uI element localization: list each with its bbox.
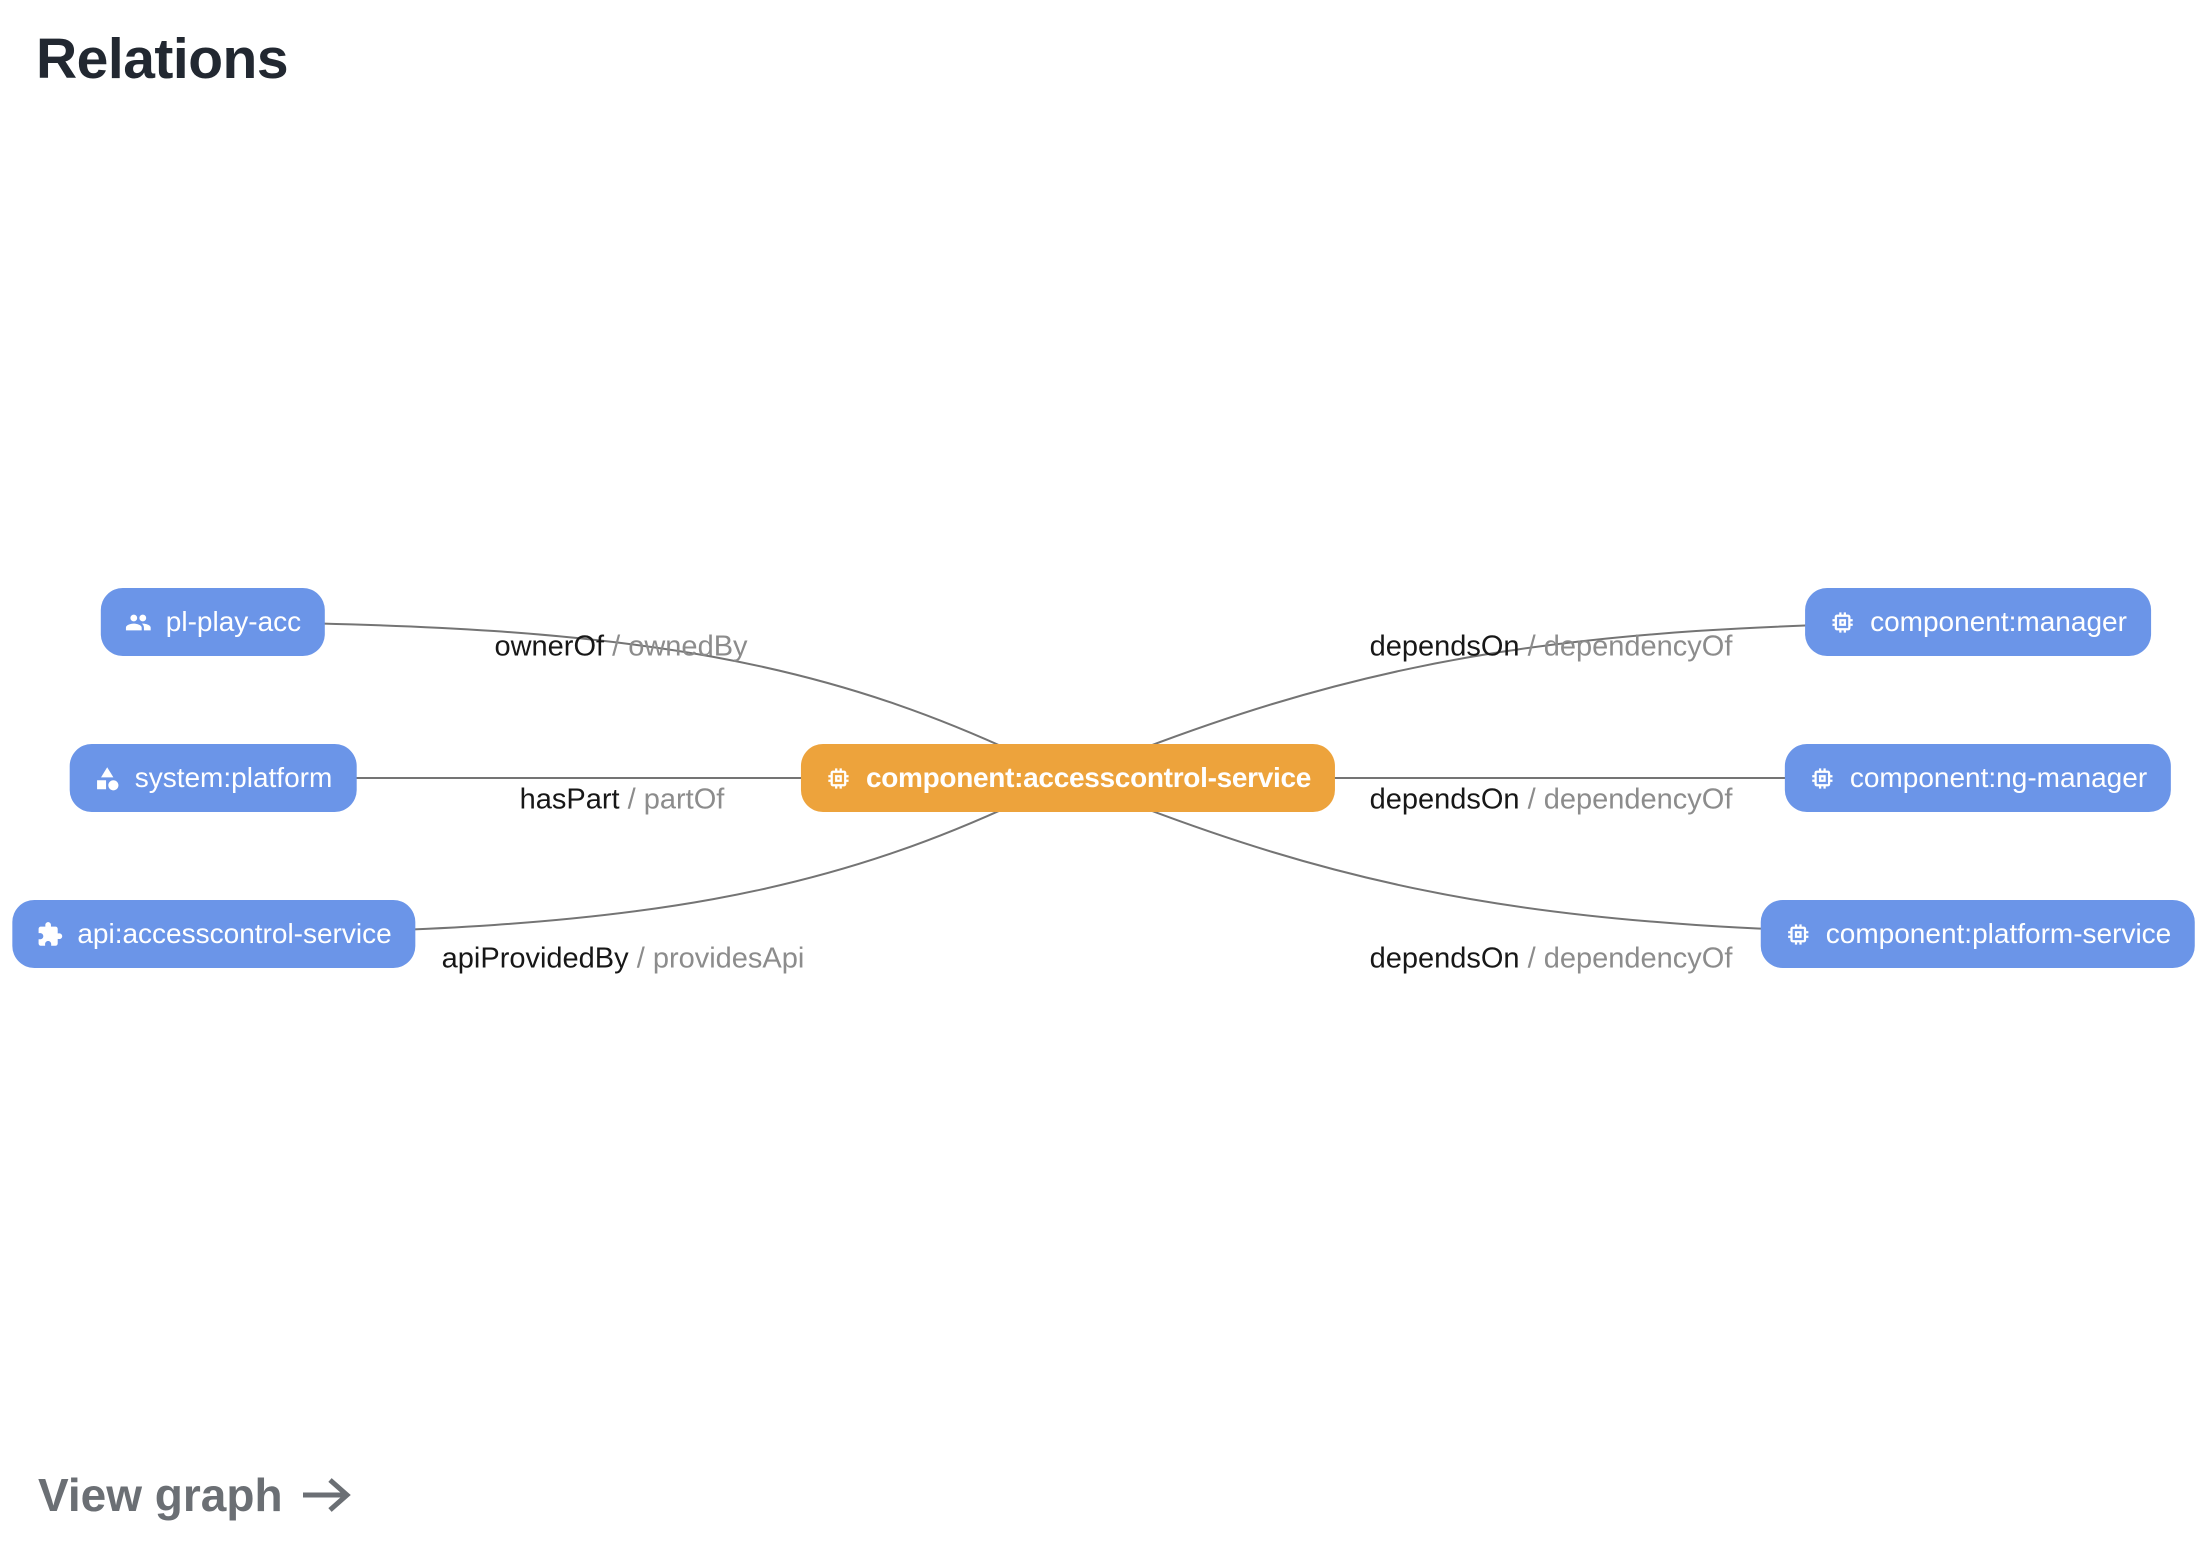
arrow-right-icon [302, 1478, 351, 1512]
group-icon [125, 609, 152, 636]
puzzle-icon [36, 921, 63, 948]
card-title: Relations [36, 27, 289, 91]
inverse-relation-text: dependencyOf [1543, 942, 1733, 975]
node-component-accesscontrol-service[interactable]: component:accesscontrol-service [800, 744, 1336, 812]
edge-label-apiprovidedby: apiProvidedBy / providesApi [442, 943, 805, 976]
view-graph-link[interactable]: View graph [38, 1468, 355, 1522]
inverse-relation-text: providesApi [652, 942, 805, 975]
inverse-relation-text: partOf [643, 783, 725, 816]
inverse-relation-text: dependencyOf [1543, 630, 1733, 663]
relation-text: hasPart [519, 783, 620, 816]
chip-icon [825, 765, 852, 792]
node-component-manager[interactable]: component:manager [1805, 588, 2151, 656]
chip-icon [1785, 921, 1812, 948]
inverse-relation-text: ownedBy [628, 630, 748, 663]
node-label: api:accesscontrol-service [77, 918, 392, 949]
node-label: system:platform [134, 762, 333, 793]
node-label: component:manager [1870, 606, 2127, 637]
chip-icon [1829, 609, 1856, 636]
edge-label-dependson-3: dependsOn / dependencyOf [1370, 943, 1733, 976]
relation-separator: / [628, 942, 653, 975]
node-label: component:accesscontrol-service [865, 762, 1312, 793]
relation-text: ownerOf [494, 630, 605, 663]
node-label: pl-play-acc [165, 606, 302, 637]
category-icon [94, 765, 121, 792]
relation-text: dependsOn [1369, 942, 1520, 975]
edge-label-dependson-1: dependsOn / dependencyOf [1370, 631, 1733, 664]
edge-ownerof [212, 621, 1069, 779]
node-component-platform-service[interactable]: component:platform-service [1760, 900, 2196, 968]
relation-separator: / [619, 783, 644, 816]
edge-label-haspart: hasPart / partOf [520, 784, 725, 817]
inverse-relation-text: dependencyOf [1543, 783, 1733, 816]
relation-text: apiProvidedBy [441, 942, 629, 975]
node-api-accesscontrol-service[interactable]: api:accesscontrol-service [12, 900, 416, 968]
relation-separator: / [1519, 630, 1544, 663]
relation-separator: / [1519, 783, 1544, 816]
relation-separator: / [604, 630, 629, 663]
relation-text: dependsOn [1369, 783, 1520, 816]
node-system-platform[interactable]: system:platform [69, 744, 357, 812]
edge-label-dependson-2: dependsOn / dependencyOf [1370, 784, 1733, 817]
node-label: component:ng-manager [1849, 762, 2148, 793]
edge-label-ownerof: ownerOf / ownedBy [494, 631, 747, 664]
chip-icon [1809, 765, 1836, 792]
node-pl-play-acc[interactable]: pl-play-acc [100, 588, 326, 656]
node-label: component:platform-service [1825, 918, 2172, 949]
relation-separator: / [1519, 942, 1544, 975]
relation-text: dependsOn [1369, 630, 1520, 663]
view-graph-label: View graph [38, 1469, 283, 1521]
node-component-ng-manager[interactable]: component:ng-manager [1784, 744, 2172, 812]
